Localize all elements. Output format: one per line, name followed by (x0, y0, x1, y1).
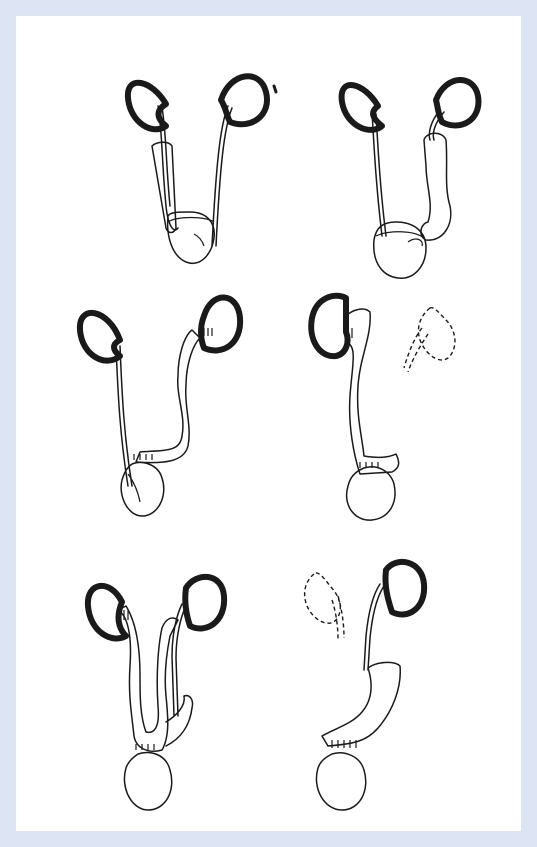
ureter-hook (166, 696, 193, 746)
bladder-inner (128, 474, 140, 502)
ureter-graft (421, 133, 451, 240)
ureter-graft (346, 309, 399, 474)
kidney-left (201, 297, 240, 350)
panel-middle-left (80, 297, 240, 516)
panel-bottom-left (88, 577, 224, 810)
bladder-inner (376, 232, 424, 246)
ureter-graft (136, 330, 200, 463)
ureter-left (364, 584, 384, 670)
panel-top-left (128, 76, 276, 263)
panel-middle-right (311, 296, 455, 520)
kidney-left (436, 80, 478, 126)
ureter-graft (322, 662, 400, 746)
ureter-left (212, 106, 232, 246)
bladder (316, 753, 365, 810)
ureter-graft-right (118, 606, 178, 751)
kidney-right (80, 313, 120, 361)
kidney-ghost (404, 308, 455, 372)
kidney-left (221, 76, 267, 124)
figure-canvas (16, 16, 521, 831)
anastomosis-marks (332, 740, 356, 748)
panel-top-right (342, 80, 479, 278)
bladder (124, 753, 171, 810)
bladder-inner (168, 218, 214, 247)
panel-bottom-right (305, 562, 425, 810)
kidney-right (311, 296, 347, 356)
anastomosis-marks (134, 328, 212, 460)
kidney-left (185, 577, 224, 629)
kidney-ghost (305, 573, 344, 640)
kidney-left (385, 562, 424, 615)
bladder (347, 467, 395, 520)
apostrophe-mark (274, 86, 276, 92)
bladder (121, 463, 164, 516)
